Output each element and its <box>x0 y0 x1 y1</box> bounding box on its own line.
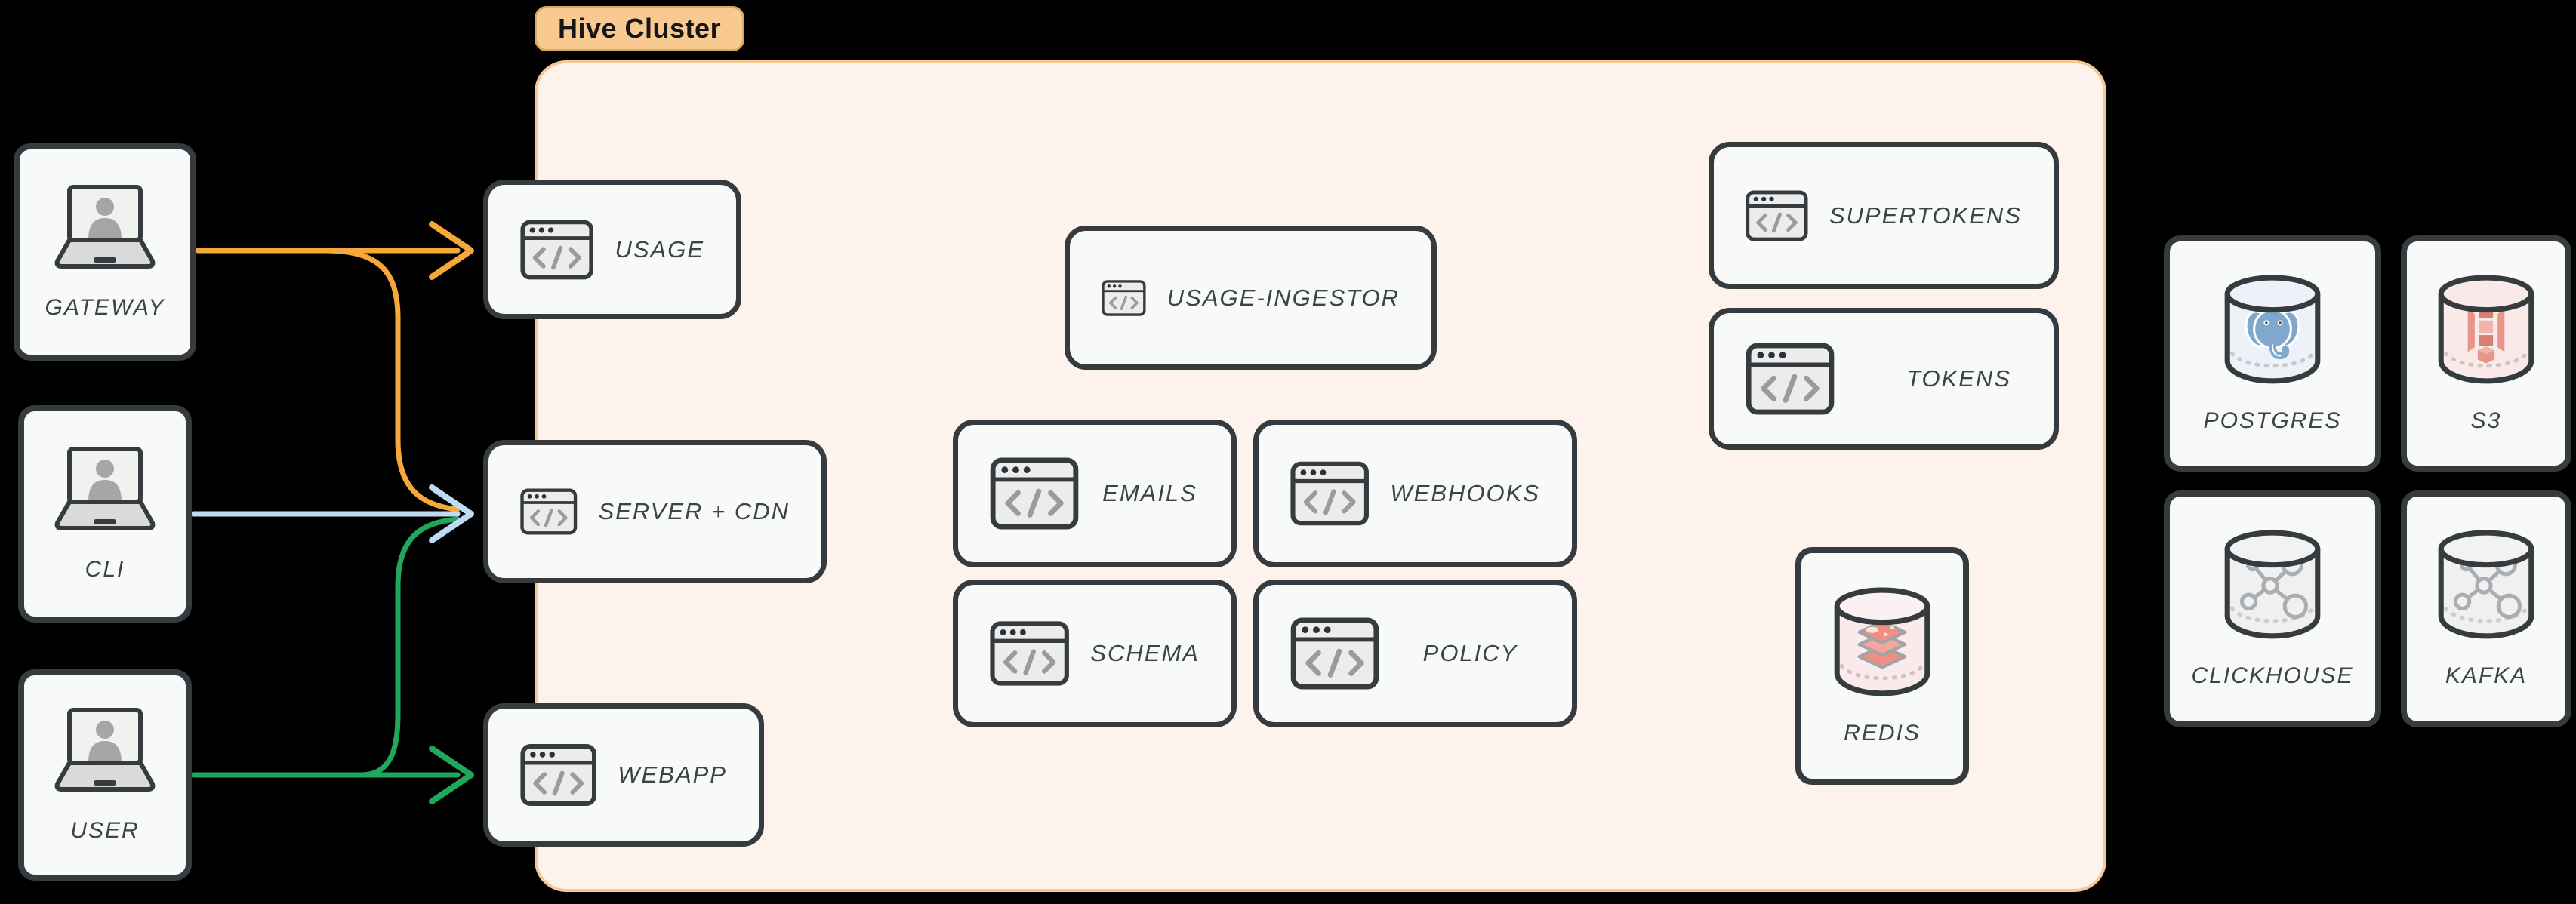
datastore-node-s3[interactable]: S3 <box>2401 235 2571 472</box>
service-node-supertokens[interactable]: SUPERTOKENS <box>1709 142 2059 289</box>
edge-cli-servercdn-arrowhead <box>429 484 474 543</box>
s3-database-icon <box>2438 275 2534 383</box>
network-database-icon <box>2438 530 2534 639</box>
service-label: SCHEMA <box>1090 640 1200 666</box>
code-window-icon <box>1746 343 1835 415</box>
service-node-usage-ingestor[interactable]: USAGE-INGESTOR <box>1065 226 1437 370</box>
datastore-node-kafka[interactable]: KAFKA <box>2401 490 2571 727</box>
service-label: EMAILS <box>1102 480 1197 506</box>
datastore-node-postgres[interactable]: POSTGRES <box>2164 235 2381 472</box>
service-label: SERVER + CDN <box>598 498 790 524</box>
service-label: WEBAPP <box>618 761 727 788</box>
code-window-icon <box>1746 190 1808 241</box>
laptop-user-icon <box>54 185 156 269</box>
service-node-schema[interactable]: SCHEMA <box>953 580 1237 727</box>
service-node-usage[interactable]: USAGE <box>483 180 741 319</box>
service-node-server-cdn[interactable]: SERVER + CDN <box>483 440 827 583</box>
service-label: USAGE <box>615 235 704 263</box>
service-label: POLICY <box>1422 640 1518 666</box>
code-window-icon <box>520 488 578 535</box>
code-window-icon <box>520 220 594 279</box>
code-window-icon <box>990 457 1079 530</box>
hive-cluster-badge: Hive Cluster <box>535 6 745 51</box>
datastore-label: POSTGRES <box>2203 407 2342 433</box>
network-database-icon <box>2224 530 2321 639</box>
redis-logo <box>1857 620 1907 669</box>
datastore-node-clickhouse[interactable]: CLICKHOUSE <box>2164 490 2381 727</box>
code-window-icon <box>1290 461 1369 526</box>
client-node-gateway[interactable]: GATEWAY <box>14 143 196 361</box>
service-label: TOKENS <box>1906 365 2011 392</box>
network-logo <box>2453 553 2522 620</box>
hive-cluster-badge-label: Hive Cluster <box>558 13 722 44</box>
datastore-node-redis[interactable]: REDIS <box>1795 547 1969 785</box>
postgres-database-icon <box>2224 275 2321 383</box>
service-node-webhooks[interactable]: WEBHOOKS <box>1253 420 1577 567</box>
datastore-label: CLICKHOUSE <box>2191 663 2354 688</box>
client-node-user[interactable]: USER <box>18 669 192 881</box>
datastore-label: KAFKA <box>2445 663 2528 688</box>
edge-gateway-servercdn <box>322 248 461 512</box>
code-window-icon <box>1102 279 1146 316</box>
redis-database-icon <box>1834 587 1930 696</box>
code-window-icon <box>990 621 1069 686</box>
edge-gateway-usage-arrowhead <box>429 221 474 280</box>
edge-user-webapp-arrowhead <box>429 746 474 804</box>
edge-user-servercdn <box>358 516 461 778</box>
laptop-user-icon <box>54 708 156 792</box>
datastore-label: REDIS <box>1844 720 1921 746</box>
datastore-label: S3 <box>2470 407 2502 433</box>
service-node-webapp[interactable]: WEBAPP <box>483 703 764 847</box>
client-label: GATEWAY <box>45 295 165 320</box>
service-label: SUPERTOKENS <box>1829 201 2022 229</box>
client-label: USER <box>70 818 140 843</box>
service-node-emails[interactable]: EMAILS <box>953 420 1237 567</box>
postgres-logo <box>2245 308 2300 359</box>
service-label: WEBHOOKS <box>1390 480 1540 506</box>
service-node-policy[interactable]: POLICY <box>1253 580 1577 727</box>
code-window-icon <box>1290 617 1379 690</box>
service-label: USAGE-INGESTOR <box>1166 284 1400 311</box>
laptop-user-icon <box>54 447 156 530</box>
client-node-cli[interactable]: CLI <box>18 405 192 623</box>
service-node-tokens[interactable]: TOKENS <box>1709 308 2059 450</box>
client-label: CLI <box>85 557 125 582</box>
code-window-icon <box>520 744 596 806</box>
